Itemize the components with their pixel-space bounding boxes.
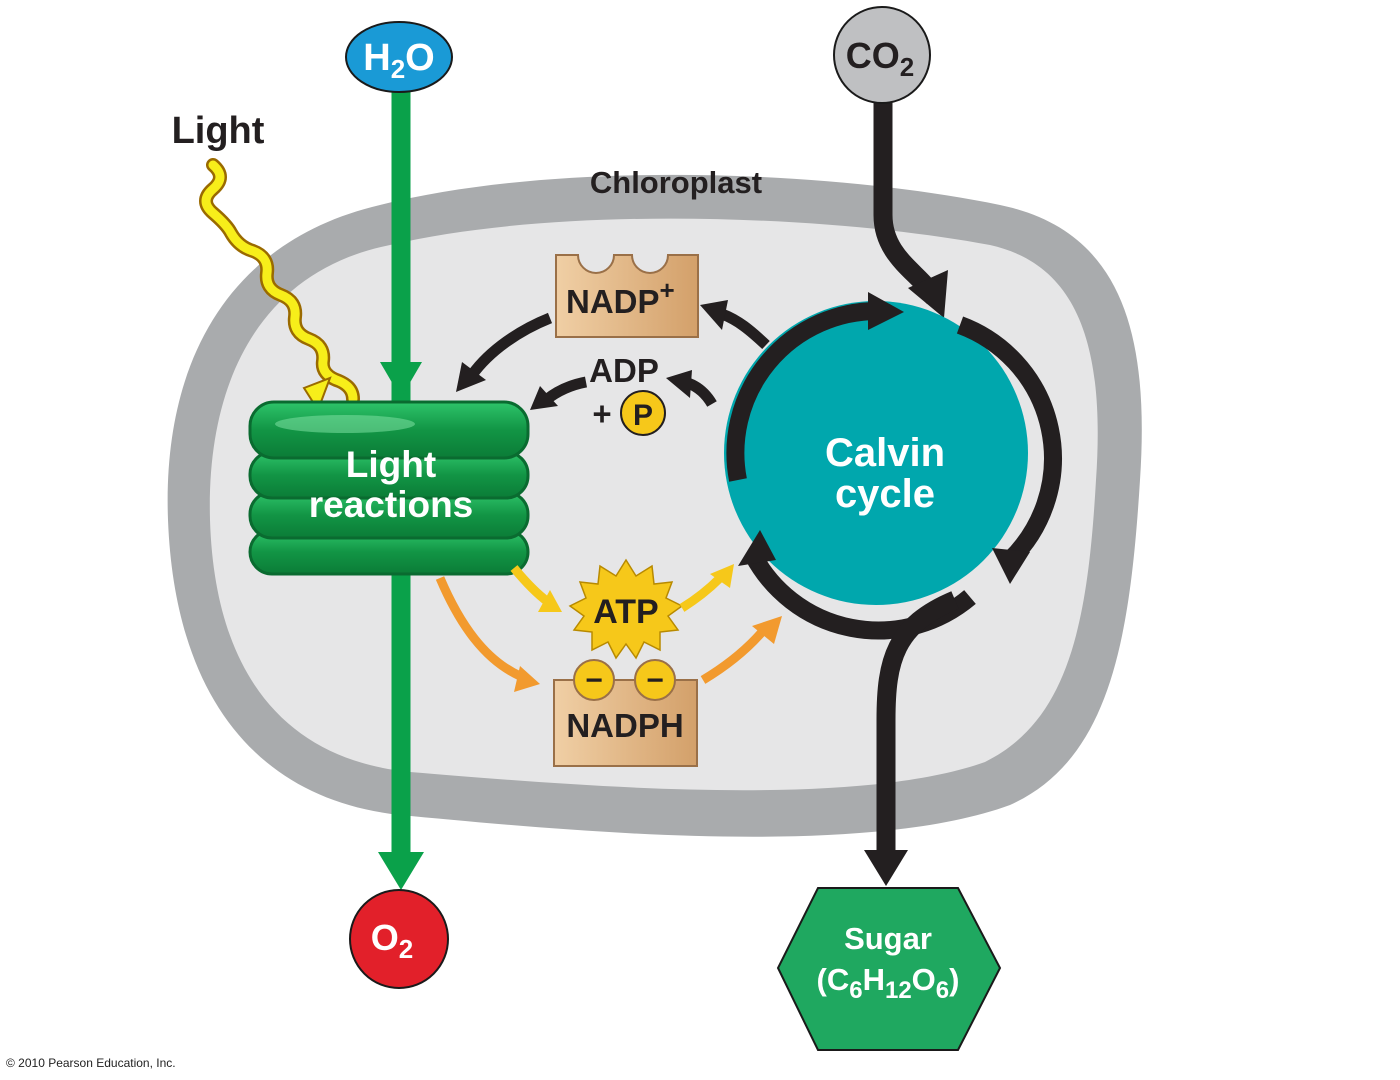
- adp-label: ADP: [589, 352, 659, 389]
- calvin-to-nadp-arrow: [719, 308, 770, 350]
- light-to-atp-head: [538, 590, 562, 612]
- sugar-flow-arrow: [876, 591, 959, 855]
- adp-plus: +: [592, 395, 611, 432]
- calvin-arc-top-head: [868, 292, 904, 330]
- co2-subscript: 2: [900, 52, 914, 82]
- sugar-formula-o-sub: 6: [936, 977, 949, 1004]
- calvin-cycle: [724, 301, 1028, 605]
- electron-1: [573, 659, 615, 701]
- light-to-nadph-head: [514, 666, 540, 692]
- oxygen-label: O: [371, 917, 399, 958]
- nadph-to-calvin-arrow: [700, 629, 766, 684]
- atp-starburst: [568, 558, 684, 660]
- co2-arrowhead: [908, 270, 948, 318]
- nadph-box: [553, 679, 698, 767]
- sugar-formula-close: ): [949, 962, 959, 997]
- chloroplast-label: Chloroplast: [590, 165, 762, 200]
- sugar-formula-h-sub: 12: [885, 977, 912, 1004]
- calvin-arc-bottom-head: [738, 530, 776, 566]
- sugar-formula-h: H: [863, 962, 885, 997]
- svg-text:NADP+: NADP+: [566, 275, 675, 320]
- nadp-box: [555, 254, 699, 338]
- svg-text:(C6H12O6): (C6H12O6): [817, 962, 960, 1004]
- sugar-label: Sugar: [844, 921, 932, 956]
- nadph-label: NADPH: [566, 707, 683, 744]
- oxygen-arrowhead: [378, 852, 424, 890]
- svg-text:H2O: H2O: [363, 37, 434, 84]
- sugar-formula-open: (C: [817, 962, 850, 997]
- sugar-formula-c-sub: 6: [849, 977, 862, 1004]
- water-label: H: [363, 37, 390, 79]
- light-reactions-label-line2: reactions: [309, 484, 474, 525]
- calvin-label-line2: cycle: [835, 472, 935, 516]
- oxygen-subscript: 2: [399, 934, 413, 964]
- nadp-to-light-head: [456, 362, 486, 392]
- atp-to-calvin-head: [710, 564, 734, 588]
- water-arrowhead: [380, 362, 422, 398]
- water-label-end: O: [405, 37, 435, 79]
- nadp-superscript: +: [660, 275, 675, 305]
- adp-to-light-head: [530, 386, 558, 410]
- co2-label: CO: [846, 35, 900, 76]
- light-to-nadph-arrow: [435, 576, 522, 681]
- nadph-to-calvin-head: [752, 616, 782, 644]
- electron-1-sign: −: [585, 664, 603, 697]
- calvin-label-line1: Calvin: [825, 431, 945, 475]
- sugar-hexagon: [776, 887, 1002, 1051]
- sugar-formula-o: O: [912, 962, 936, 997]
- light-wave-fill: [201, 160, 358, 404]
- light-arrowhead: [302, 376, 332, 413]
- electron-2-sign: −: [646, 664, 664, 697]
- oxygen-molecule: [349, 889, 449, 989]
- sugar-arrowhead: [864, 850, 908, 886]
- co2-molecule: [833, 6, 931, 104]
- phosphate-label: P: [633, 399, 653, 432]
- calvin-arc-top: [726, 301, 879, 482]
- light-label: Light: [172, 110, 265, 152]
- calvin-to-nadp-head: [700, 300, 728, 330]
- water-subscript: 2: [391, 54, 405, 84]
- calvin-arc-right-head: [992, 548, 1030, 584]
- electron-2: [634, 659, 676, 701]
- atp-to-calvin-arrow: [679, 574, 724, 612]
- water-molecule: [345, 21, 453, 93]
- calvin-arc-right: [956, 316, 1062, 567]
- nadp-to-light-arrow: [467, 312, 553, 379]
- thylakoid-stack: [248, 400, 530, 576]
- light-reactions-label-line1: Light: [346, 444, 436, 485]
- svg-text:CO2: CO2: [846, 35, 914, 82]
- copyright-notice: © 2010 Pearson Education, Inc.: [6, 1056, 176, 1070]
- nadp-label: NADP: [566, 283, 660, 320]
- atp-label: ATP: [593, 593, 658, 631]
- phosphate-circle: [620, 390, 666, 436]
- svg-text:O2: O2: [371, 917, 413, 964]
- calvin-to-adp-head: [666, 370, 692, 398]
